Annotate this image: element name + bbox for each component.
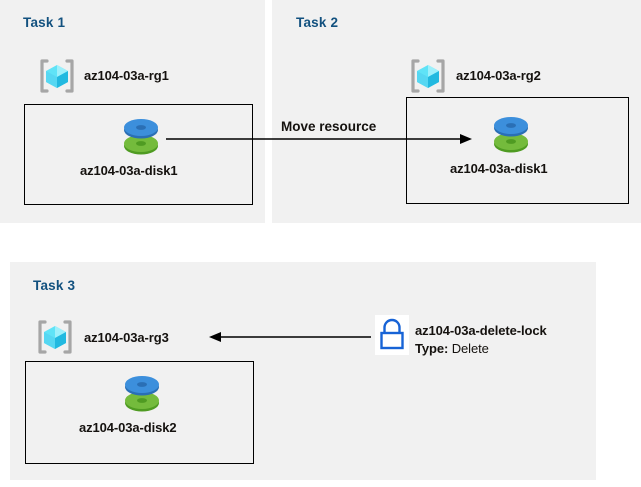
resource-group-icon xyxy=(36,55,78,97)
resource-label-task3: az104-03a-disk2 xyxy=(79,420,177,435)
resource-group-label-task1: az104-03a-rg1 xyxy=(84,68,169,83)
panel-task3-title: Task 3 xyxy=(33,278,76,293)
resource-label-task2: az104-03a-disk1 xyxy=(450,161,548,176)
delete-lock-type: Type: Delete xyxy=(415,341,489,356)
resource-group-label-task2: az104-03a-rg2 xyxy=(456,68,541,83)
delete-lock-label: az104-03a-delete-lock xyxy=(415,323,547,338)
panel-task1-title: Task 1 xyxy=(23,15,66,30)
resource-group-label-task3: az104-03a-rg3 xyxy=(84,330,169,345)
delete-lock-type-value: Delete xyxy=(451,341,489,356)
panel-task2-title: Task 2 xyxy=(296,15,339,30)
panel-task2 xyxy=(272,0,641,223)
panel-task3 xyxy=(10,262,596,480)
delete-lock-type-key: Type: xyxy=(415,341,449,356)
delete-lock-arrow xyxy=(209,332,371,342)
resource-box-task3 xyxy=(25,361,254,464)
move-resource-arrow xyxy=(166,134,472,144)
disk-icon xyxy=(120,115,162,159)
resource-box-task2 xyxy=(406,97,629,204)
panel-task1 xyxy=(0,0,265,223)
disk-icon xyxy=(490,113,532,157)
resource-label-task1: az104-03a-disk1 xyxy=(80,163,178,178)
resource-box-task1 xyxy=(24,104,253,205)
disk-icon xyxy=(121,372,163,416)
resource-group-icon xyxy=(407,55,449,97)
move-resource-arrow-label: Move resource xyxy=(281,119,377,134)
lock-icon xyxy=(375,315,409,355)
resource-group-icon xyxy=(34,316,76,358)
